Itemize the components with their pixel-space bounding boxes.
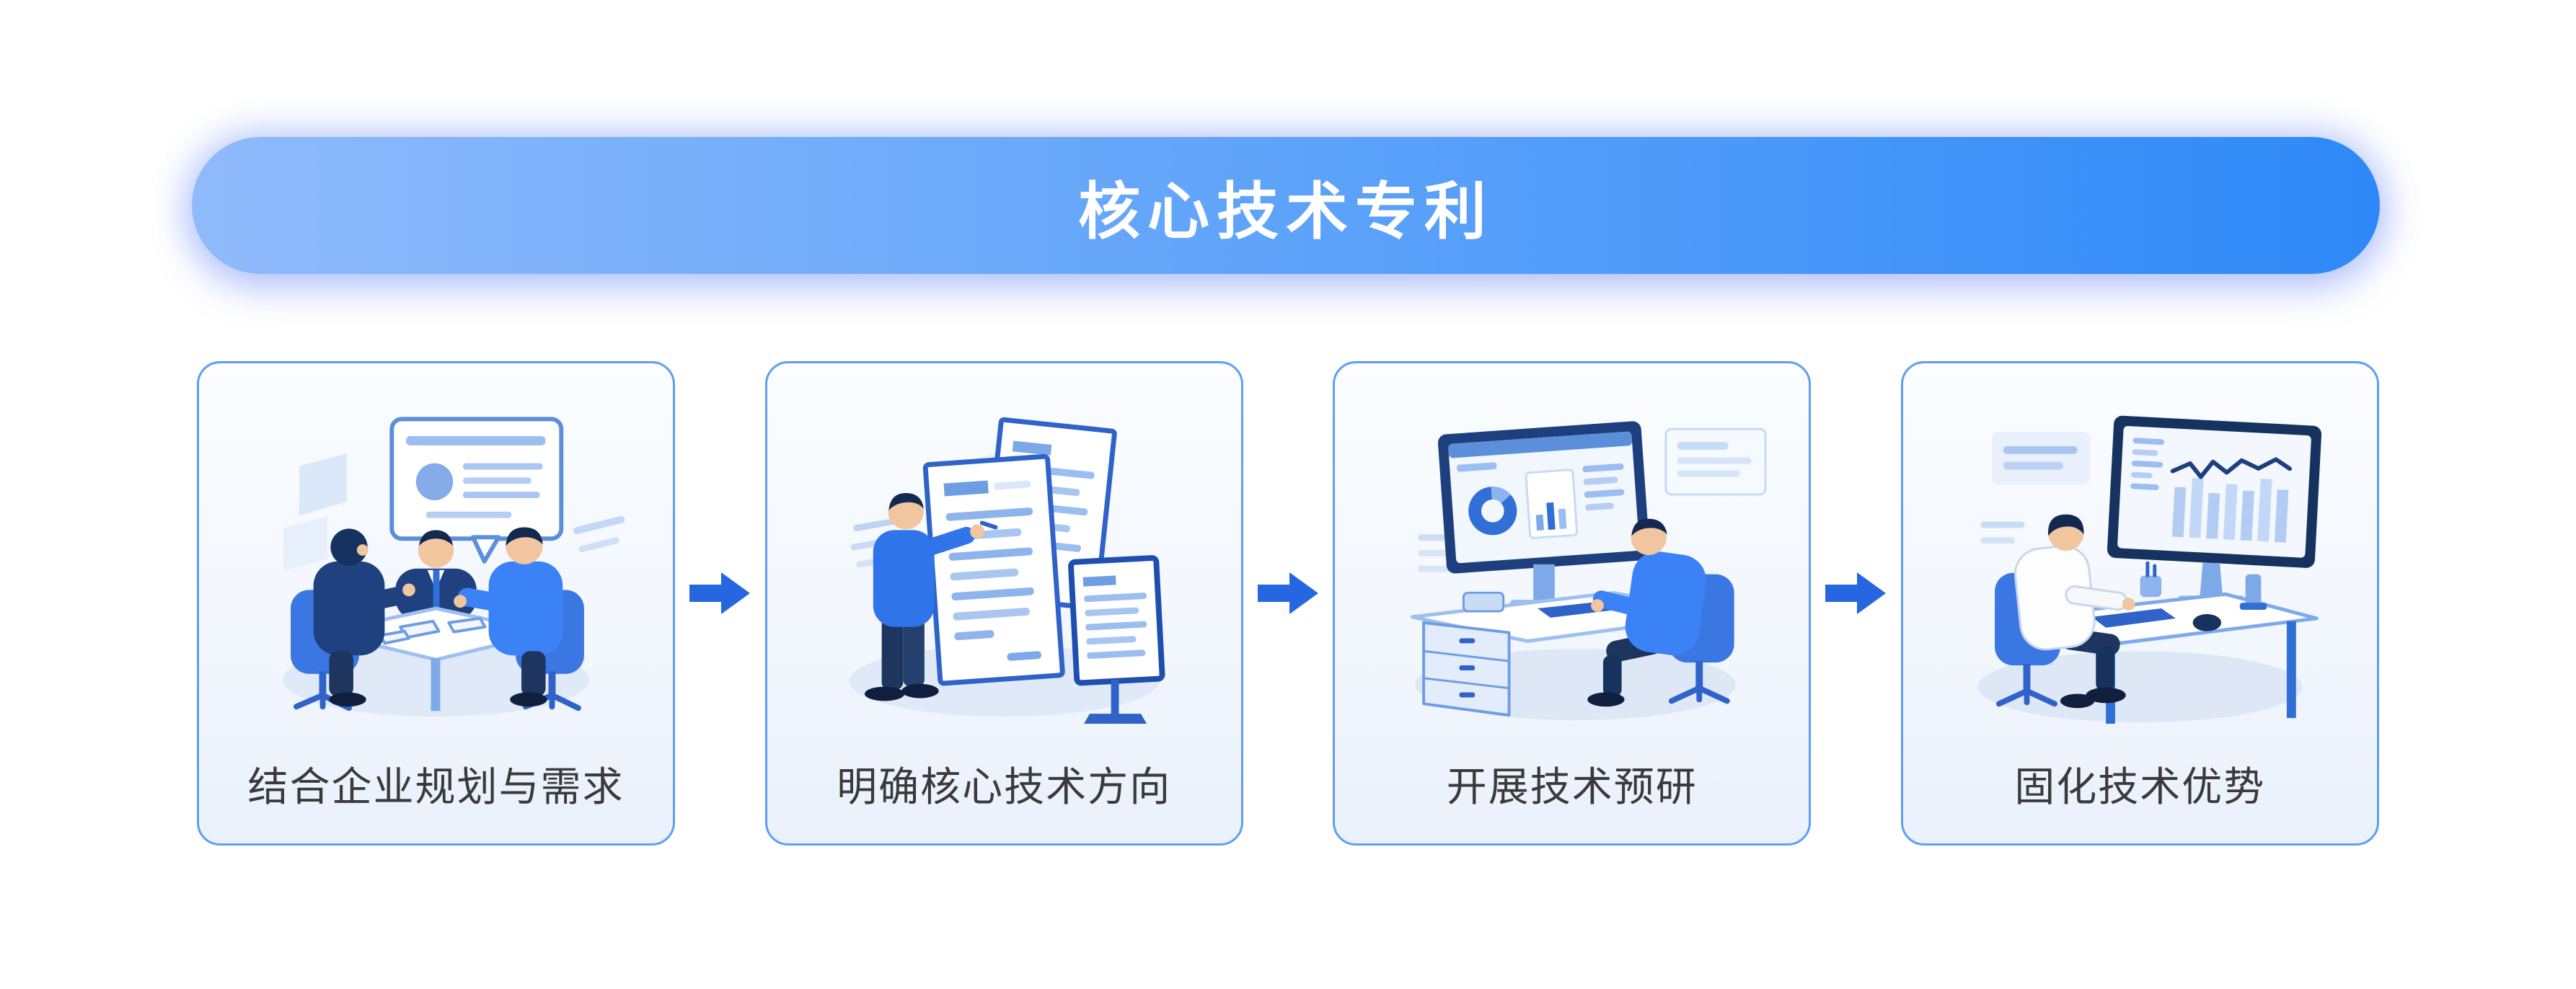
- process-flow: 结合企业规划与需求: [197, 361, 2379, 846]
- card-4-illustration-area: [1923, 382, 2357, 724]
- process-card-4: 固化技术优势: [1900, 361, 2379, 846]
- card-label: 固化技术优势: [2014, 763, 2266, 810]
- arrow-right-icon: [1825, 572, 1887, 614]
- flow-arrow-1: [675, 361, 765, 616]
- card-2-illustration-area: [788, 382, 1221, 724]
- team-meeting-illustration: [283, 417, 625, 717]
- flow-arrow-3: [1811, 361, 1901, 616]
- card-label: 开展技术预研: [1446, 763, 1698, 810]
- flow-arrow-2: [1243, 361, 1333, 616]
- arrow-right-icon: [1257, 572, 1318, 614]
- card-3-illustration-area: [1355, 382, 1788, 724]
- process-card-2: 明确核心技术方向: [764, 361, 1243, 846]
- document-review-illustration: [848, 417, 1165, 724]
- process-card-3: 开展技术预研: [1333, 361, 1812, 846]
- card-label: 明确核心技术方向: [837, 763, 1172, 810]
- research-workstation-illustration: [1411, 421, 1767, 721]
- card-label: 结合企业规划与需求: [247, 763, 625, 810]
- card-1-illustration-area: [219, 382, 653, 724]
- process-card-1: 结合企业规划与需求: [197, 361, 675, 846]
- arrow-right-icon: [689, 572, 751, 614]
- page-title: 核心技术专利: [1078, 177, 1494, 247]
- header-banner: 核心技术专利: [192, 137, 2380, 274]
- analytics-workstation-illustration: [1977, 415, 2321, 724]
